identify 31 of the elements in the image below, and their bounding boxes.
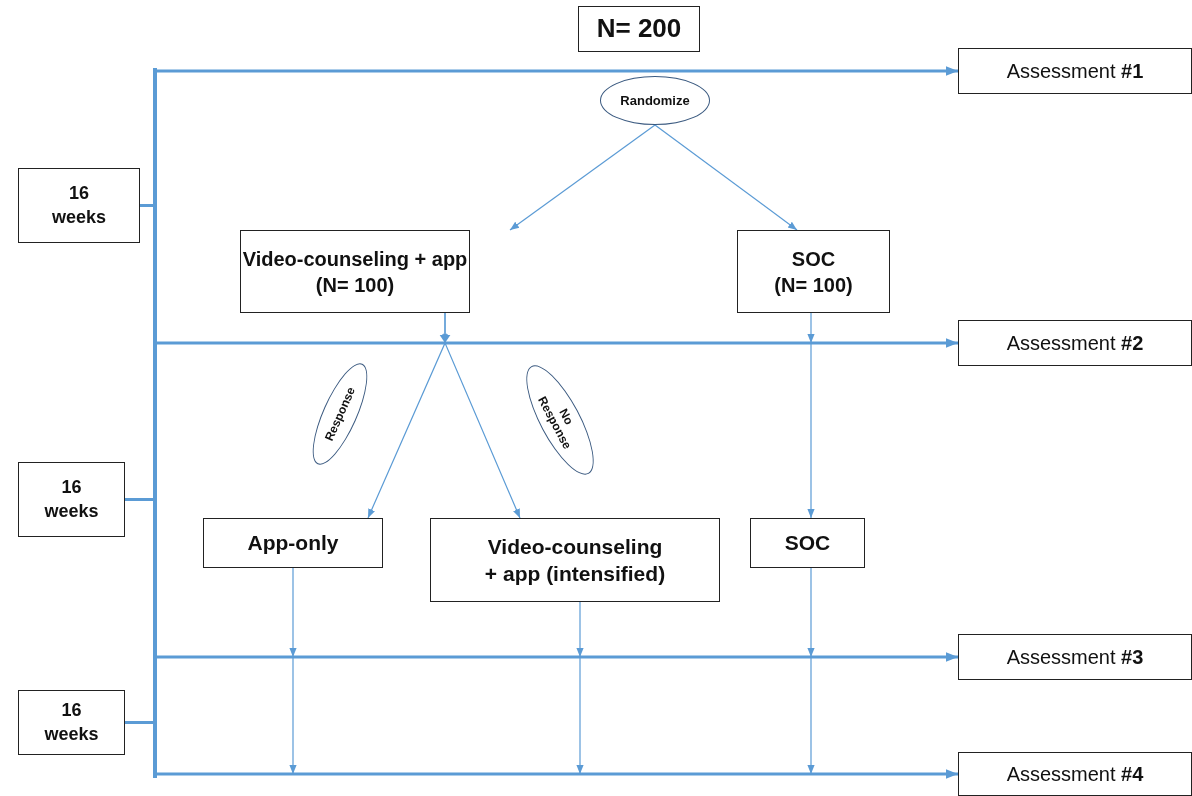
arrow [157,338,958,348]
bracket-bar [153,345,157,658]
arrow [157,652,958,662]
arrow [289,567,297,775]
connector-line [125,721,153,724]
bracket-bar [153,68,157,345]
process-box: App-only [203,518,383,568]
process-box: SOC [750,518,865,568]
connector-line [125,498,153,501]
assessment-box: Assessment #4 [958,752,1192,796]
ellipse-label: Randomize [600,76,710,125]
assessment-box: Assessment #2 [958,320,1192,366]
bracket-bar [153,658,157,778]
duration-box: 16 weeks [18,690,125,755]
arrow [439,312,521,519]
process-box: SOC (N= 100) [737,230,890,313]
arrow [807,312,815,519]
assessment-box: Assessment #3 [958,634,1192,680]
arrow [576,601,584,775]
arrow [157,769,958,779]
assessment-box: Assessment #1 [958,48,1192,94]
arrow [509,124,656,231]
process-box: N= 200 [578,6,700,52]
duration-box: 16 weeks [18,462,125,537]
process-box: Video-counseling + app (intensified) [430,518,720,602]
duration-box: 16 weeks [18,168,140,243]
arrow [654,124,798,231]
connector-line [140,204,153,207]
arrow [157,66,958,76]
arrow [807,567,815,775]
process-box: Video-counseling + app (N= 100) [240,230,470,313]
